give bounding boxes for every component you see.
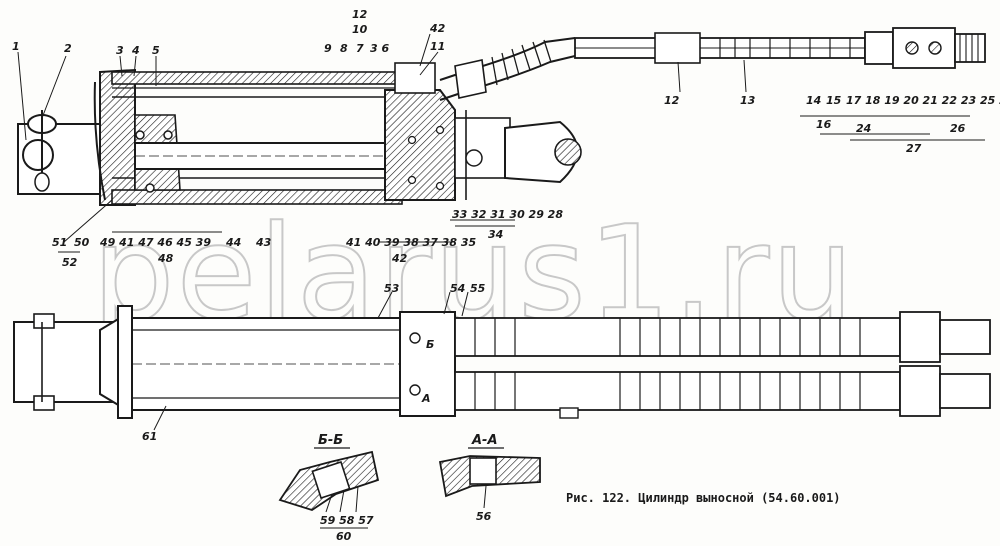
section-bb-title: Б-Б [318,433,343,448]
callout-12-top: 12 [352,8,368,21]
callout-48: 48 [157,252,174,265]
callout-61: 61 [142,430,157,443]
callout-54: 54 [450,282,465,295]
leader-lines-bottom [153,291,469,431]
callout-9: 9 [324,42,332,55]
callout-43: 43 [255,236,272,249]
series-rear: 41 40 39 38 37 38 35 [345,236,476,249]
section-aa-title: А-А [471,433,498,448]
leader-lines-top [17,33,985,253]
callout-36: 3 6 [370,42,389,55]
port-label-a: А [421,392,431,405]
callout-14: 14 [806,94,821,107]
callout-10-top: 10 [352,23,368,36]
callout-34: 34 [488,228,503,241]
callout-8: 8 [340,42,348,55]
callout-51: 51 [52,236,67,249]
callout-44: 44 [225,236,241,249]
callout-15: 15 [826,94,842,107]
section-aa-detail: А-А 56 [438,433,541,523]
callout-55: 55 [470,282,486,295]
callout-5: 5 [152,44,160,57]
port-label-b: Б [426,338,434,351]
callout-42-bottom: 42 [391,252,408,265]
callout-50: 50 [74,236,90,249]
callout-3: 3 [116,44,124,57]
series-rod: 33 32 31 30 29 28 [452,208,563,221]
callout-7: 7 [356,42,364,55]
callout-53: 53 [384,282,400,295]
figure-caption: Рис. 122. Цилиндр выносной (54.60.001) [566,491,841,505]
callout-27: 27 [906,142,922,155]
callout-52: 52 [62,256,78,269]
callout-13: 13 [740,94,756,107]
callout-4: 4 [131,44,140,57]
callout-12: 12 [664,94,680,107]
callout-42-top: 42 [429,22,446,35]
cylinder-section-view [17,27,986,206]
series-middle: 49 41 47 46 45 39 [99,236,211,249]
callout-24: 24 [856,122,871,135]
callout-16: 16 [816,118,832,131]
series-right: 17 18 19 20 21 22 23 25 20 19 18 17 16 [846,94,1000,107]
cylinder-exterior-view [13,305,991,419]
section-bb-detail: Б-Б 59 58 57 60 [278,433,380,543]
callout-60: 60 [336,530,352,543]
callout-26: 26 [950,122,966,135]
callout-2: 2 [64,42,72,55]
callout-1: 1 [12,40,20,53]
series-bb: 59 58 57 [320,514,374,527]
callout-11: 11 [430,40,445,53]
callout-56: 56 [476,510,492,523]
